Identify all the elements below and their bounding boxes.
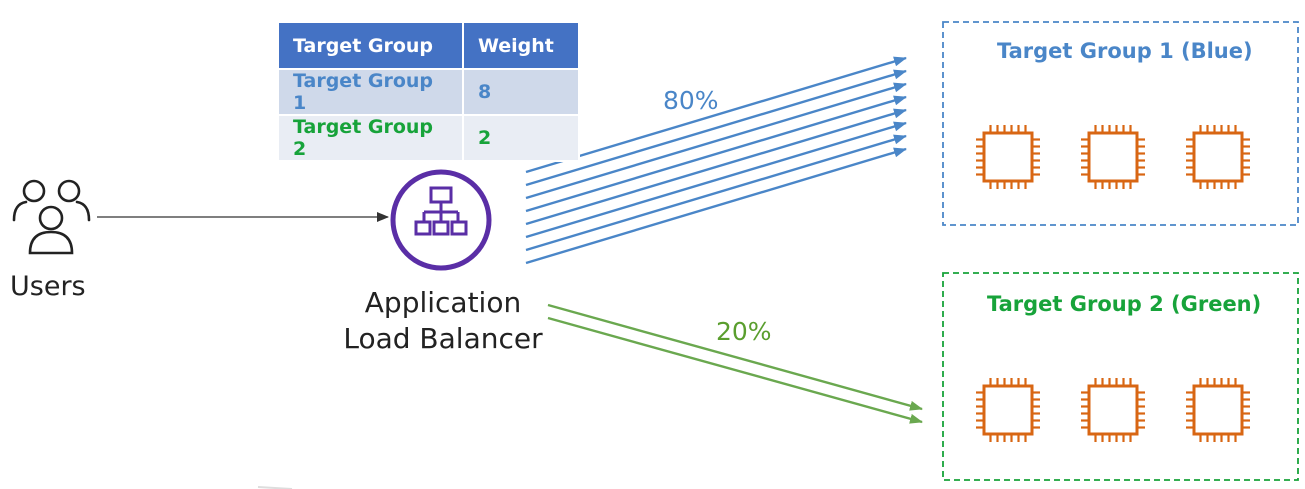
row-target-group-2-weight: 2: [463, 115, 580, 162]
blue-traffic-arrow: [525, 69, 907, 187]
alb-label: Application Load Balancer: [318, 285, 568, 357]
ec2-instance-icon: [1081, 378, 1145, 442]
users-label: Users: [10, 271, 86, 302]
target-group-2-title: Target Group 2 (Green): [987, 292, 1262, 316]
header-weight: Weight: [463, 23, 580, 70]
blue-traffic-arrow: [525, 121, 907, 239]
users-icon: [12, 179, 91, 255]
blue-traffic-arrow: [525, 95, 907, 213]
alb-label-line1: Application: [364, 286, 522, 319]
ec2-instance-icon: [976, 378, 1040, 442]
header-target-group: Target Group: [279, 23, 464, 70]
target-group-1-box: [942, 21, 1299, 226]
row-target-group-2-name: Target Group 2: [279, 115, 464, 162]
ec2-instance-icon: [1186, 378, 1250, 442]
row-target-group-1-weight: 8: [463, 69, 580, 116]
ec2-instance-icon: [1186, 125, 1250, 189]
blue-traffic-arrow: [525, 82, 907, 200]
ec2-instance-icon: [1081, 125, 1145, 189]
table-row: Target Group 2 2: [279, 115, 580, 162]
green-traffic-arrow: [547, 303, 923, 411]
green-traffic-arrow: [547, 316, 923, 424]
application-load-balancer-icon: [390, 169, 492, 271]
table-row: Target Group 1 8: [279, 69, 580, 116]
green-traffic-percent: 20%: [716, 317, 772, 346]
blue-traffic-arrow: [525, 56, 907, 174]
blue-traffic-percent: 80%: [663, 86, 719, 115]
target-group-2-box: [942, 272, 1299, 481]
blue-traffic-arrow: [525, 147, 907, 265]
alb-label-line2: Load Balancer: [343, 322, 543, 355]
weights-table-header-row: Target Group Weight: [279, 23, 580, 70]
blue-traffic-arrow: [525, 108, 907, 226]
blue-traffic-arrow: [525, 134, 907, 252]
ec2-instance-icon: [976, 125, 1040, 189]
weights-table: Target Group Weight Target Group 1 8 Tar…: [279, 23, 580, 162]
green-traffic-arrows: [547, 303, 923, 424]
instance-icons: [976, 125, 1250, 442]
target-group-1-title: Target Group 1 (Blue): [997, 39, 1253, 63]
row-target-group-1-name: Target Group 1: [279, 69, 464, 116]
blue-traffic-arrows: [525, 56, 907, 265]
